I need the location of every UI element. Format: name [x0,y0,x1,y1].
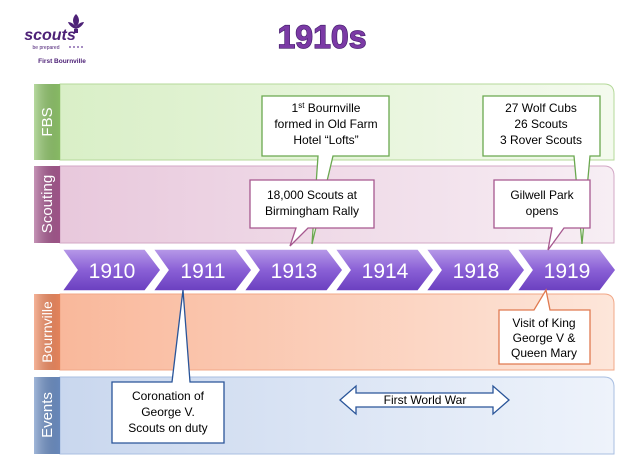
callout-line-rest: Bournville [304,101,360,115]
svg-text:27 Wolf Cubs: 27 Wolf Cubs [505,101,577,115]
year-chevron-1918: 1918 [424,248,526,292]
svg-text:Scouts on duty: Scouts on duty [128,421,207,435]
callout-line: Gilwell Park [510,188,574,202]
year-label: 1913 [271,260,318,283]
fleur-de-lis-icon [68,14,84,33]
svg-text:formed in Old Farm: formed in Old Farm [274,117,377,131]
band-label-fbs: FBS [39,107,56,136]
svg-text:Gilwell Park: Gilwell Park [510,188,574,202]
callout-line: formed in Old Farm [274,117,377,131]
svg-text:Hotel “Lofts”: Hotel “Lofts” [293,133,358,147]
svg-text:opens: opens [526,204,559,218]
year-label: 1918 [453,260,500,283]
callout-line: 1st Bournville [292,101,361,116]
ordinal-superscript: st [298,101,305,110]
year-chevron-1914: 1914 [333,248,435,292]
callout-line: George V & [513,331,576,345]
callout-line: Coronation of [132,389,205,403]
span-arrow-label: First World War [384,393,467,407]
callout-line: Visit of King [512,316,575,330]
svg-text:3 Rover Scouts: 3 Rover Scouts [500,133,582,147]
callout-fbs-1913: 1st Bournville formed in Old Farm Hotel … [261,95,390,245]
year-chevron-1910: 1910 [60,248,162,292]
scouts-logo: scouts be prepared First Bournville [24,14,86,65]
logo-dots [69,46,83,48]
svg-text:George V.: George V. [141,405,195,419]
logo-tagline: be prepared [33,45,60,51]
band-label-bournville: Bournville [39,301,55,363]
callout-line: opens [526,204,559,218]
svg-text:Birmingham Rally: Birmingham Rally [265,204,359,218]
year-chevron-1919: 1919 [515,248,617,292]
page-title: 1910s [278,19,367,55]
svg-text:Visit of King: Visit of King [512,316,575,330]
year-label: 1911 [180,260,225,283]
year-label: 1910 [89,260,136,283]
year-chevron-1911: 1911 [151,248,253,292]
callout-scouting-1919: Gilwell Park opens [493,179,591,251]
band-bournville: Bournville [34,293,615,371]
year-chevron-1913: 1913 [242,248,344,292]
svg-text:Queen Mary: Queen Mary [511,346,577,360]
svg-text:1st Bournville: 1st Bournville [292,101,361,116]
callout-line: 3 Rover Scouts [500,133,582,147]
band-label-scouting: Scouting [39,175,56,233]
svg-text:18,000 Scouts at: 18,000 Scouts at [267,188,358,202]
band-label-events: Events [39,392,56,438]
callout-line: Scouts on duty [128,421,207,435]
span-arrow-first-world-war: First World War [339,384,510,416]
callout-bournville-1919: Visit of King George V & Queen Mary [498,288,591,365]
svg-text:Coronation of: Coronation of [132,389,205,403]
logo-group-name: First Bournville [38,58,86,65]
year-chevrons: 1910 1911 1913 1914 1918 1919 [60,248,617,292]
callout-events-1911: Coronation of George V. Scouts on duty [111,289,225,444]
logo-word: scouts [24,27,76,44]
callout-line: 26 Scouts [514,117,567,131]
callout-line: Birmingham Rally [265,204,359,218]
callout-scouting-1913: 18,000 Scouts at Birmingham Rally [249,179,375,247]
year-label: 1919 [544,260,591,283]
callout-line: 18,000 Scouts at [267,188,358,202]
callout-line: Queen Mary [511,346,577,360]
svg-text:26 Scouts: 26 Scouts [514,117,567,131]
svg-text:George V &: George V & [513,331,576,345]
callout-line: George V. [141,405,195,419]
callout-line: Hotel “Lofts” [293,133,358,147]
year-label: 1914 [362,260,409,283]
double-arrow-icon [339,384,510,416]
callout-fbs-1919: 27 Wolf Cubs 26 Scouts 3 Rover Scouts [482,95,601,245]
callout-line: 27 Wolf Cubs [505,101,577,115]
